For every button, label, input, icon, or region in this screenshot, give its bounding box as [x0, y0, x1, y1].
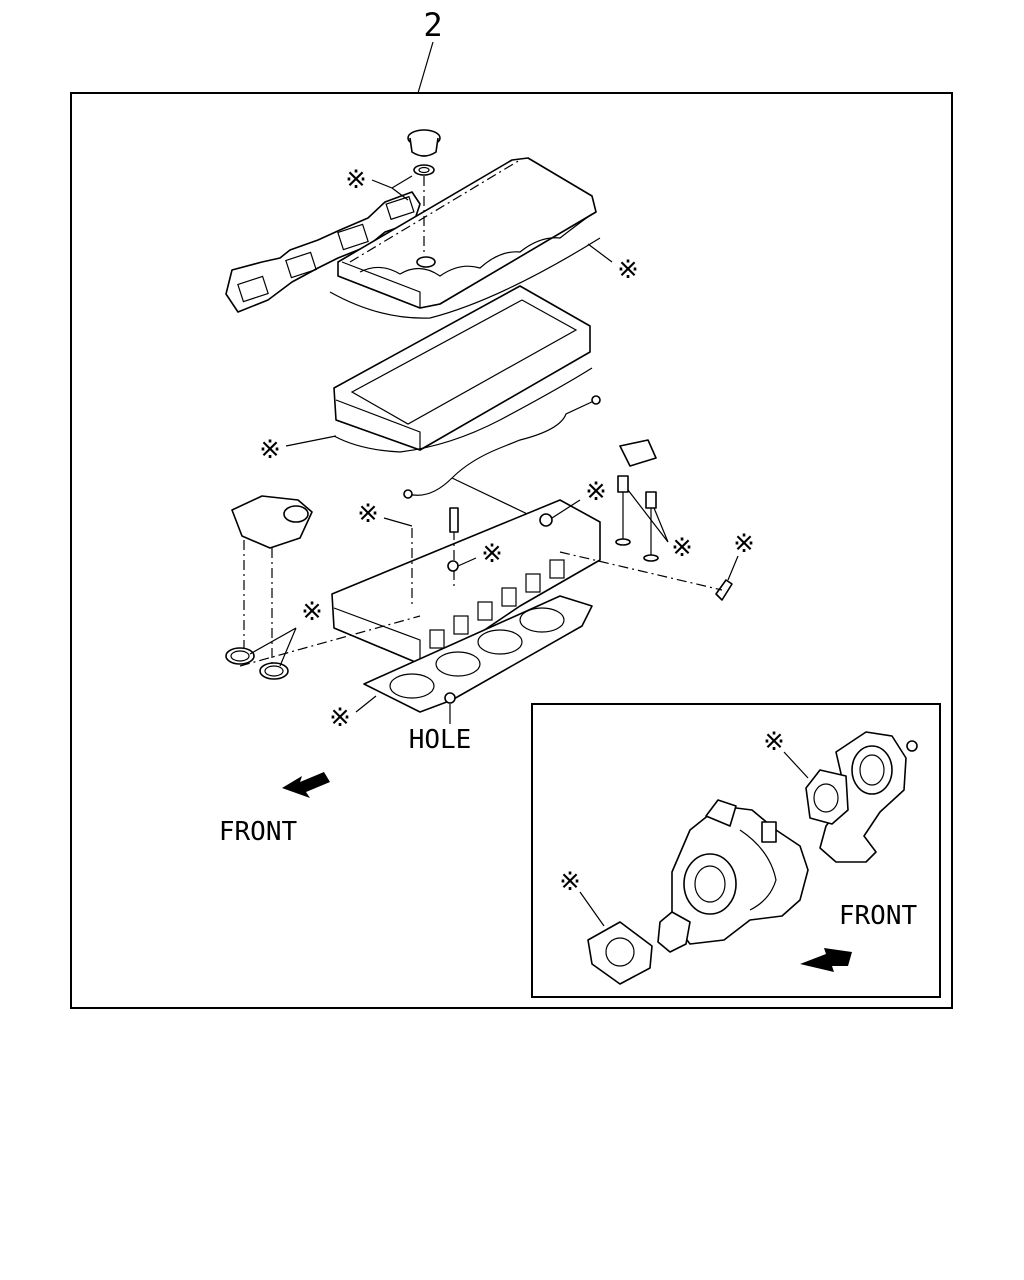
marker-12: ※	[559, 867, 581, 897]
bolt	[715, 579, 733, 601]
marker-9: ※	[301, 597, 323, 627]
front-label-inset: FRONT	[839, 901, 918, 931]
marker-6: ※	[481, 539, 503, 569]
marker-5: ※	[357, 499, 379, 529]
front-arrow-inset	[800, 948, 852, 972]
manifold-gasket	[225, 191, 421, 313]
cam-carrier	[333, 285, 593, 453]
marker-11: ※	[763, 727, 785, 757]
marker-10: ※	[329, 703, 351, 733]
marker-3: ※	[259, 435, 281, 465]
injector	[449, 507, 459, 533]
oil-filler-cap	[407, 129, 441, 176]
front-label-main: FRONT	[219, 817, 298, 847]
marker-2: ※	[617, 255, 639, 285]
o-ring-left	[225, 647, 255, 665]
fitting-nut	[539, 513, 553, 527]
hole-label: HOLE	[409, 725, 472, 755]
cylinder-head	[331, 499, 601, 665]
elbow-gasket	[805, 769, 849, 825]
injector-seal	[447, 560, 459, 572]
callout-number: 2	[423, 6, 442, 44]
inlet-gasket	[587, 921, 653, 985]
head-gasket	[363, 595, 593, 713]
o-ring-right	[259, 662, 289, 680]
marker-1: ※	[345, 165, 367, 195]
thermostat-housing	[231, 495, 313, 664]
callout-leader	[417, 41, 434, 94]
turbocharger	[657, 799, 809, 953]
rocker-cover	[329, 157, 601, 319]
exhaust-elbow	[819, 731, 918, 863]
marker-7: ※	[671, 533, 693, 563]
front-arrow-main	[282, 772, 330, 798]
main-frame	[70, 92, 953, 1009]
marker-8: ※	[733, 529, 755, 559]
marker-4: ※	[585, 477, 607, 507]
inset-frame	[531, 703, 941, 998]
valve-set	[615, 439, 659, 562]
